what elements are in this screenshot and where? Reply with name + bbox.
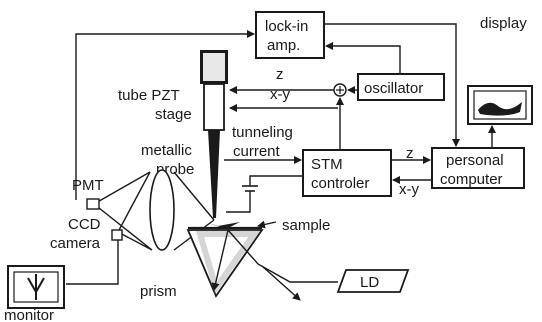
- laser-diode-label: LD: [360, 274, 379, 291]
- tunneling-current-label-1: tunneling: [232, 124, 293, 141]
- tube-pzt-label-2: stage: [155, 106, 192, 123]
- laser-beam: [211, 229, 338, 301]
- tunneling-current-label-2: current: [233, 143, 281, 160]
- personal-computer-label-1: personal: [446, 152, 504, 169]
- laser-diode-box: [336, 269, 410, 293]
- optics: [86, 169, 215, 251]
- ccd-detector: [111, 229, 123, 241]
- stm-controller-box: [302, 149, 392, 197]
- sample-label: sample: [282, 217, 330, 234]
- sample-arrow: [257, 220, 277, 229]
- display-label: display: [480, 15, 527, 32]
- ccd-camera-label-1: CCD: [68, 216, 101, 233]
- ccd-camera-label-2: camera: [50, 235, 101, 252]
- metallic-probe-label-1: metallic: [141, 142, 192, 159]
- lock-in-amp-label-2: amp.: [267, 37, 300, 54]
- stm-controller-label-1: STM: [311, 156, 343, 173]
- tube-pzt-stage: [200, 50, 228, 131]
- sample-bump: [205, 222, 240, 229]
- xy-right-label: x-y: [399, 181, 419, 198]
- oscillator-box: [357, 73, 445, 101]
- oscillator-label: oscillator: [364, 80, 423, 97]
- prism-label: prism: [140, 283, 177, 300]
- personal-computer-box: [431, 147, 525, 189]
- metallic-probe: [208, 130, 220, 218]
- objective-lens: [149, 169, 175, 251]
- xy-top-label: x-y: [270, 86, 290, 103]
- display-screen: [467, 85, 533, 125]
- stm-controller-label-2: controler: [311, 175, 369, 192]
- monitor: [7, 265, 65, 309]
- lock-in-amp-box: [255, 11, 325, 59]
- personal-computer-label-2: computer: [440, 171, 503, 188]
- pmt-detector: [86, 198, 100, 210]
- signal-lines: [66, 23, 496, 285]
- summing-junction: [333, 83, 347, 97]
- z-right-label: z: [406, 145, 414, 162]
- z-top-label: z: [276, 66, 284, 83]
- pmt-label: PMT: [72, 177, 104, 194]
- lock-in-amp-label-1: lock-in: [265, 18, 308, 35]
- monitor-label: monitor: [4, 307, 54, 322]
- tube-pzt-label-1: tube PZT: [118, 87, 180, 104]
